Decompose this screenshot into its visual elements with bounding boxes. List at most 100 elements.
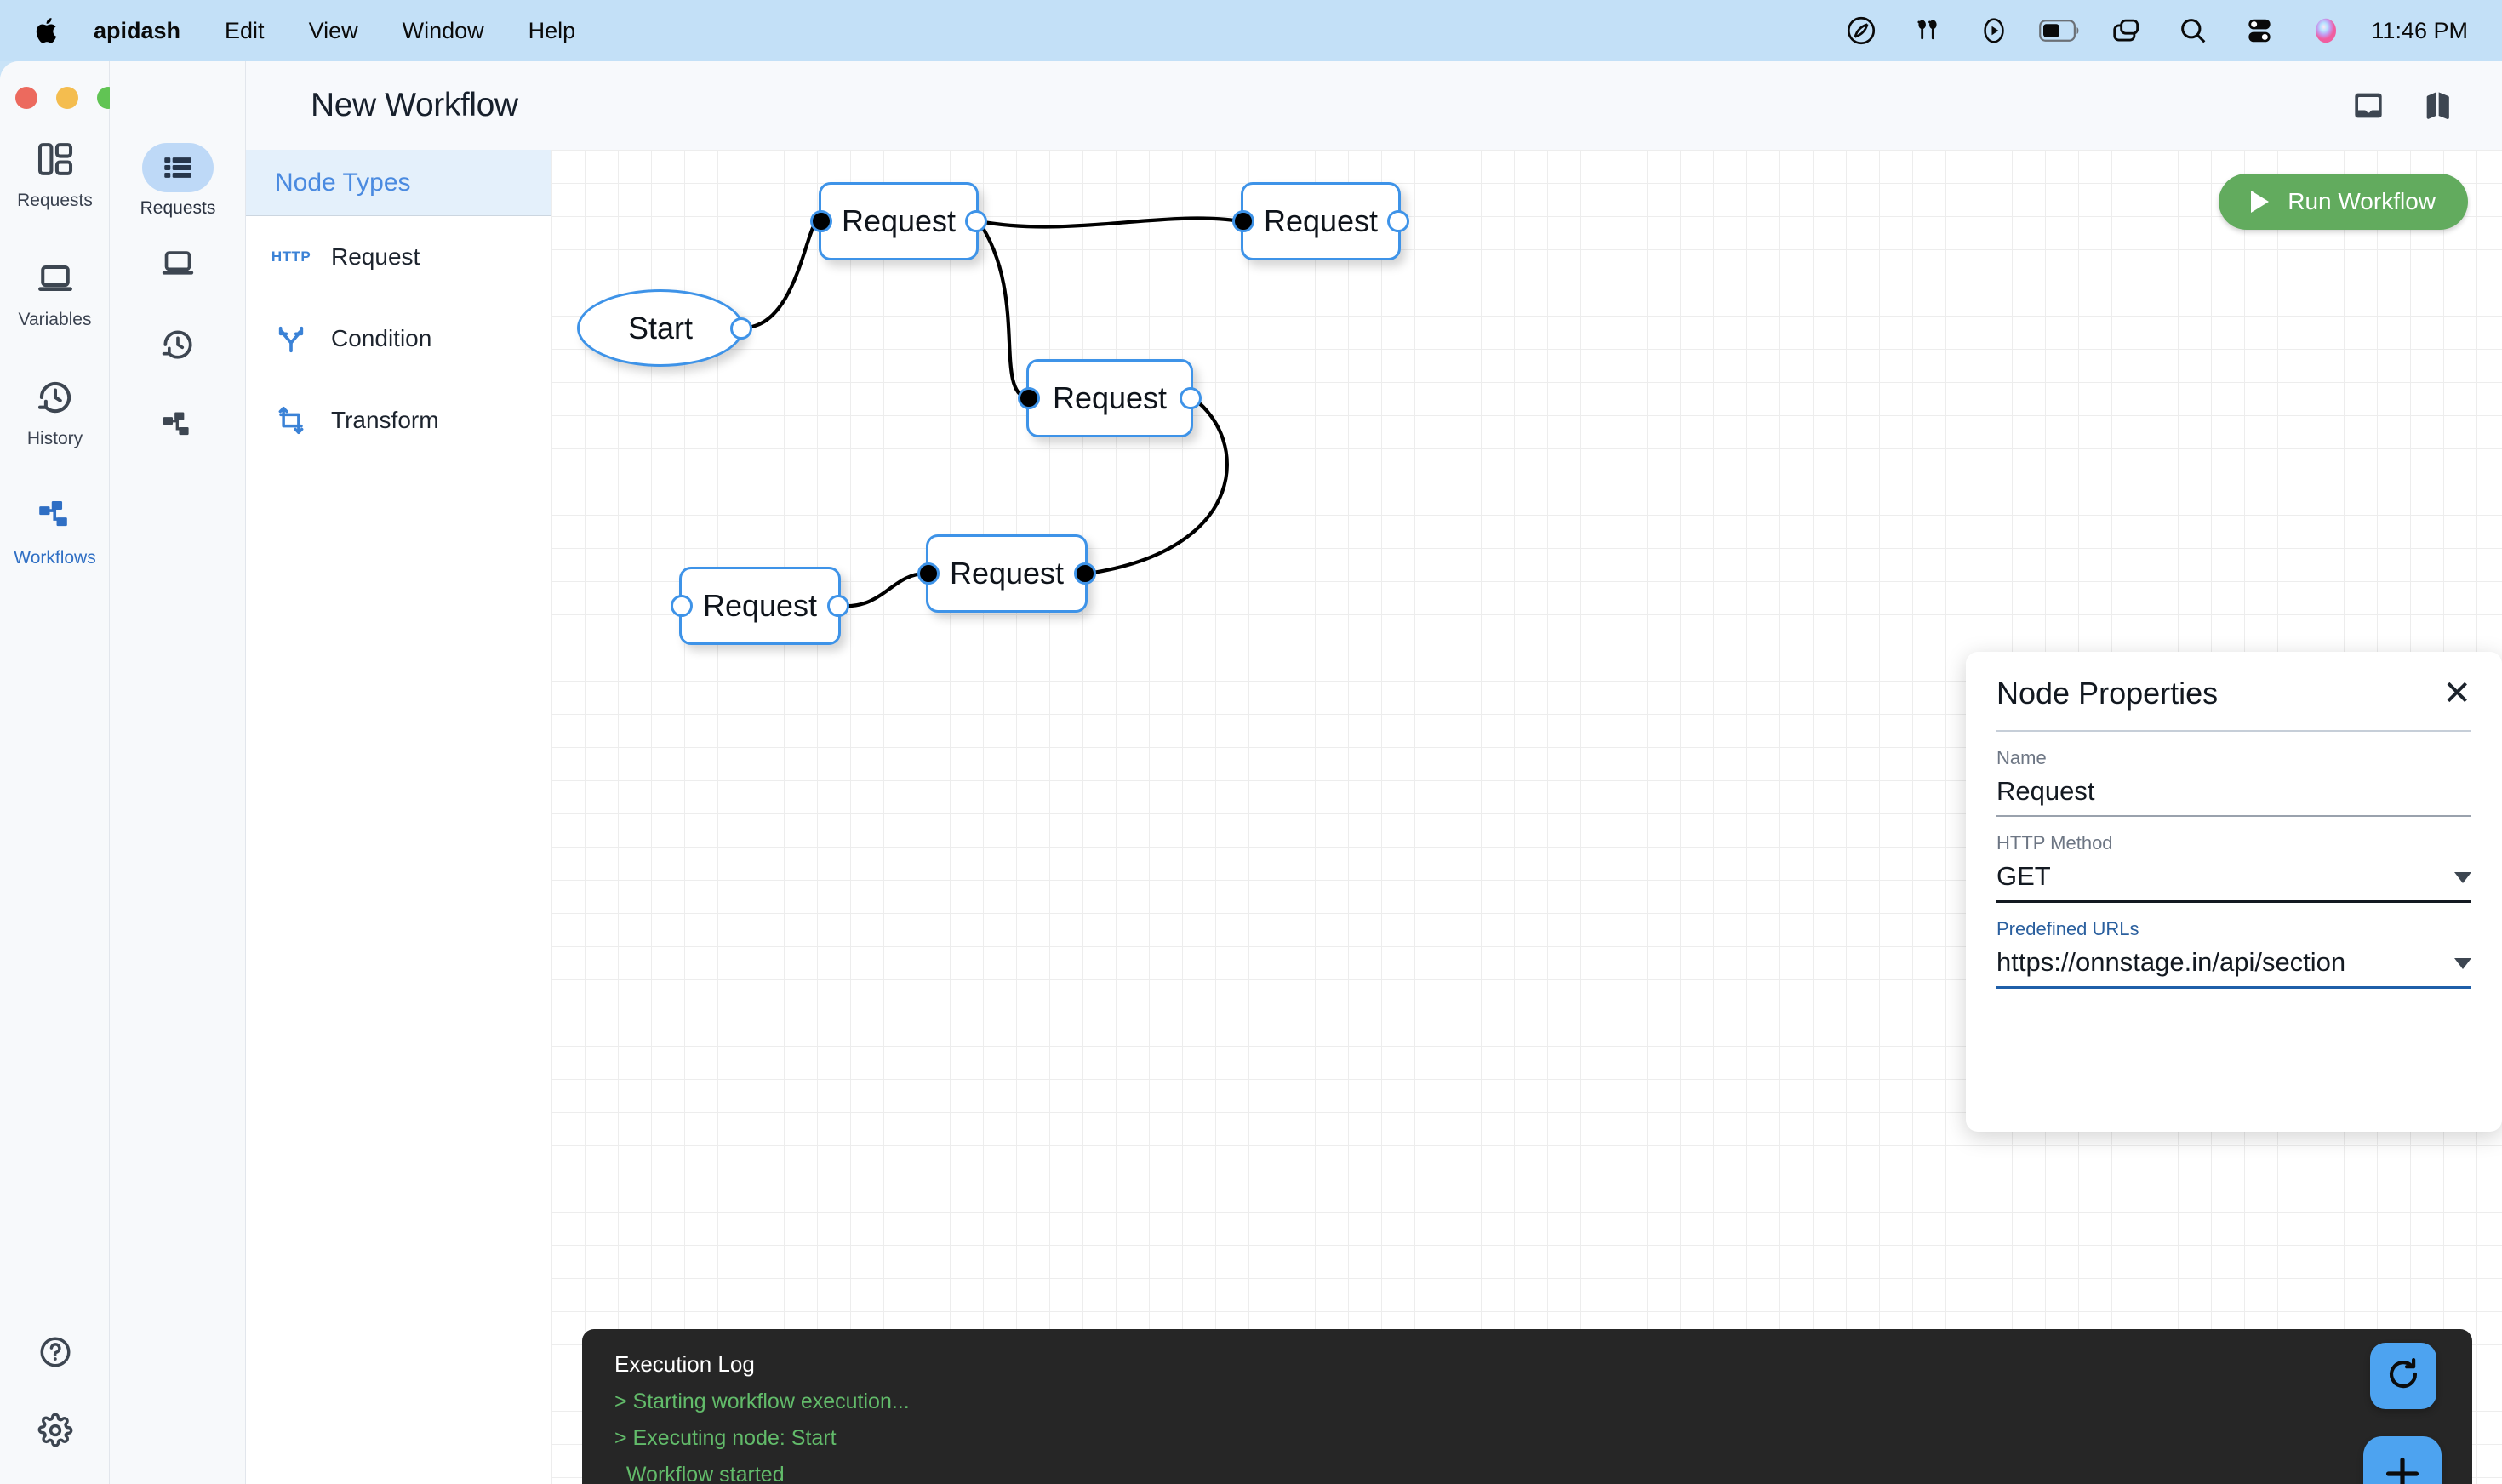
node-input-port[interactable] (810, 210, 832, 232)
window-traffic-lights (15, 87, 119, 109)
workflow-node-request-5[interactable]: Request (671, 567, 849, 645)
menu-item-window[interactable]: Window (402, 17, 484, 43)
workflow-title-bar: New Workflow (246, 61, 2502, 150)
execution-log-title: Execution Log (614, 1351, 755, 1377)
node-input-port[interactable] (1232, 210, 1254, 232)
minimap-panel-icon[interactable] (2345, 83, 2391, 128)
workflow-node-request-1[interactable]: Request (810, 182, 987, 260)
edge-req1-req2 (978, 216, 1242, 229)
sidebar-label-history: History (26, 429, 83, 448)
predefined-urls-field[interactable]: Predefined URLs https://onnstage.in/api/… (1996, 918, 2471, 989)
close-button[interactable] (15, 87, 37, 109)
log-line: > Starting workflow execution... (614, 1390, 910, 1413)
log-line: > Executing node: Start (614, 1426, 837, 1450)
now-playing-icon[interactable] (1961, 14, 2027, 47)
node-output-port[interactable] (730, 317, 752, 340)
iconcol-label-requests: Requests (140, 198, 216, 218)
siri-icon[interactable] (2293, 14, 2359, 47)
node-types-header: Node Types (246, 150, 551, 216)
workflow-icon-column: Requests (110, 61, 246, 1484)
iconcol-item-variables[interactable] (110, 238, 246, 288)
node-input-port[interactable] (671, 595, 693, 617)
sidebar-item-workflows[interactable]: Workflows (0, 497, 110, 567)
http-badge-icon: HTTP (271, 248, 311, 265)
node-label-request: Request (841, 203, 957, 238)
node-label-request: Request (1052, 380, 1168, 415)
node-name-input[interactable]: Request (1996, 776, 2095, 806)
creative-cloud-icon[interactable] (1828, 14, 1894, 47)
settings-button[interactable] (0, 1413, 110, 1453)
menu-item-help[interactable]: Help (528, 17, 576, 43)
iconcol-item-requests[interactable]: Requests (110, 143, 246, 217)
spotlight-search-icon[interactable] (2160, 14, 2226, 47)
menu-bar-clock[interactable]: 11:46 PM (2371, 17, 2468, 43)
execution-log-panel: Execution Log > Starting workflow execut… (582, 1329, 2472, 1484)
sidebar-item-requests[interactable]: Requests (0, 140, 110, 209)
workflow-node-request-2[interactable]: Request (1232, 182, 1409, 260)
plus-icon (2380, 1452, 2425, 1484)
iconcol-item-workflows[interactable] (110, 402, 246, 451)
node-type-label-request: Request (331, 243, 420, 270)
sidebar-item-history[interactable]: History (0, 378, 110, 448)
http-method-value[interactable]: GET (1996, 861, 2051, 891)
node-type-label-condition: Condition (331, 325, 432, 351)
node-properties-panel: Node Properties ✕ Name Request HTTP Meth… (1966, 652, 2502, 1132)
node-input-port[interactable] (917, 562, 940, 585)
map-view-icon[interactable] (2417, 83, 2463, 128)
primary-navigation-rail: Requests Variables History (0, 61, 119, 1484)
node-output-port[interactable] (1074, 562, 1096, 585)
field-underline (1996, 986, 2471, 989)
node-type-request[interactable]: HTTP Request (246, 216, 551, 298)
node-output-port[interactable] (1180, 387, 1202, 409)
sidebar-item-variables[interactable]: Variables (0, 259, 110, 328)
run-workflow-button[interactable]: Run Workflow (2219, 174, 2468, 230)
apple-logo-icon[interactable] (24, 15, 71, 46)
close-x-icon[interactable]: ✕ (2442, 675, 2471, 712)
iconcol-item-history[interactable] (110, 320, 246, 369)
workflow-node-start[interactable]: Start (577, 289, 752, 367)
macos-menu-bar: apidash Edit View Window Help (0, 0, 2502, 61)
chevron-down-icon[interactable] (2454, 872, 2471, 883)
node-type-condition[interactable]: Condition (246, 298, 551, 380)
sidebar-label-requests: Requests (17, 191, 93, 210)
control-center-icon[interactable] (2226, 14, 2293, 47)
workflow-node-request-3[interactable]: Request (1018, 359, 1202, 437)
workflow-node-request-4[interactable]: Request (917, 534, 1096, 613)
node-output-port[interactable] (1387, 210, 1409, 232)
menu-item-edit[interactable]: Edit (225, 17, 265, 43)
menu-item-apidash[interactable]: apidash (94, 17, 181, 43)
chevron-down-icon[interactable] (2454, 958, 2471, 969)
http-method-field[interactable]: HTTP Method GET (1996, 832, 2471, 903)
edge-req1-req3 (977, 220, 1027, 401)
predefined-urls-value[interactable]: https://onnstage.in/api/section (1996, 947, 2346, 977)
screen-mirroring-icon[interactable] (2094, 14, 2160, 47)
minimize-button[interactable] (56, 87, 78, 109)
node-name-field[interactable]: Name Request (1996, 747, 2471, 817)
branch-condition-icon (273, 322, 309, 355)
field-underline (1996, 815, 2471, 817)
node-name-label: Name (1996, 747, 2047, 768)
transform-crop-icon (273, 404, 309, 437)
app-window: Requests Variables History (0, 61, 2502, 1484)
list-rows-icon (142, 143, 214, 192)
node-type-transform[interactable]: Transform (246, 380, 551, 461)
predefined-urls-label: Predefined URLs (1996, 918, 2139, 939)
node-output-port[interactable] (965, 210, 987, 232)
log-line: Workflow started (614, 1463, 785, 1484)
airpods-icon[interactable] (1894, 14, 1961, 47)
workflow-canvas[interactable]: Start Request Request Request Request (551, 150, 2502, 1484)
node-type-label-transform: Transform (331, 407, 439, 433)
battery-icon[interactable] (2027, 14, 2094, 47)
menu-item-view[interactable]: View (308, 17, 358, 43)
node-output-port[interactable] (827, 595, 849, 617)
node-label-request: Request (702, 588, 818, 623)
node-types-title: Node Types (275, 168, 411, 197)
node-label-request: Request (949, 556, 1065, 591)
refresh-fab[interactable] (2370, 1343, 2436, 1409)
workflow-nodes-icon (142, 402, 214, 451)
edge-req5-req4 (840, 571, 927, 608)
help-button[interactable] (0, 1334, 110, 1374)
add-node-fab[interactable] (2363, 1436, 2442, 1484)
laptop-icon (142, 238, 214, 288)
node-input-port[interactable] (1018, 387, 1040, 409)
